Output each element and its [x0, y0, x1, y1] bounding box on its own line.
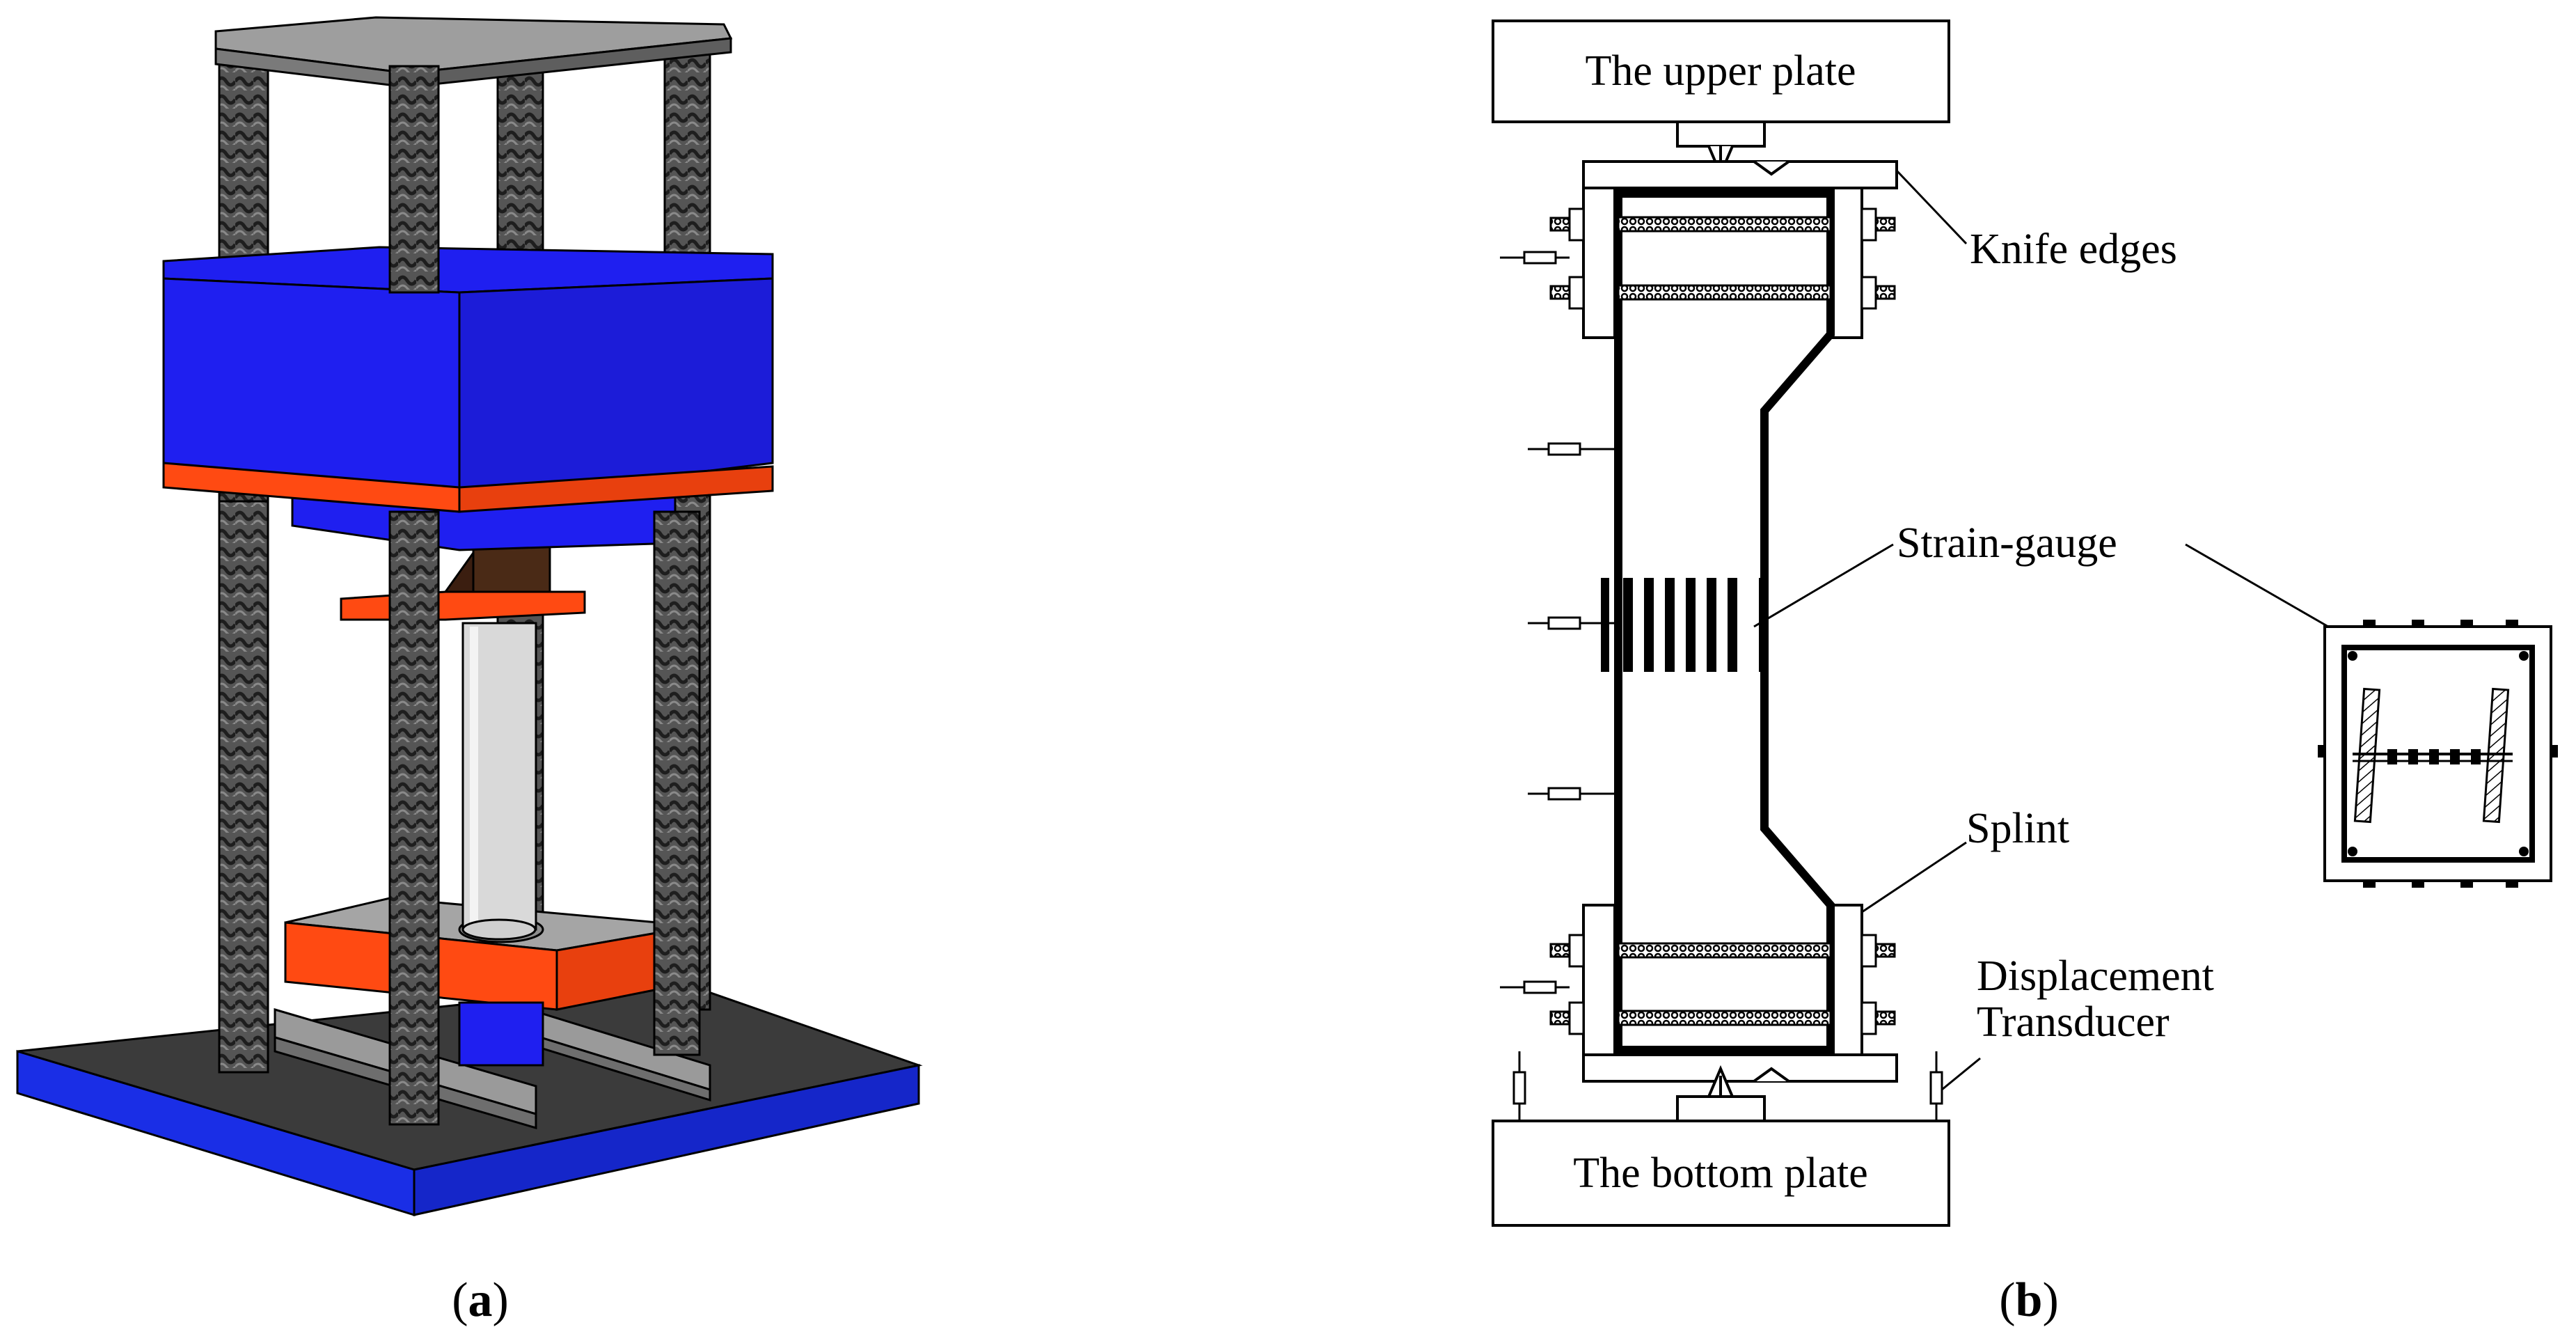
actuator-housing — [162, 246, 774, 551]
housing-bottom-stripe-side — [458, 465, 774, 513]
side-sensors — [1500, 251, 1618, 994]
splint-label: Splint — [1966, 805, 2069, 852]
knife-edges-leader — [1895, 169, 1968, 245]
splint-leader — [1861, 841, 1967, 913]
specimen-column — [461, 622, 537, 941]
knife-edges-label: Knife edges — [1970, 226, 2177, 273]
specimen-outline — [1614, 189, 1835, 1054]
bolt-bottom-2 — [1617, 1010, 1832, 1026]
bolt-top-2 — [1617, 284, 1832, 301]
bottom-splint-assembly — [1582, 904, 1898, 1083]
transducer-label: Transducer — [1977, 998, 2170, 1046]
rebar-front-columns — [218, 65, 701, 1126]
rebar-front-right — [653, 510, 701, 1056]
bottom-splint-left — [1582, 904, 1616, 1056]
strain-gauge-leader-left — [1753, 543, 1894, 628]
strain-gauge-label: Strain-gauge — [1897, 519, 2117, 567]
upper-accent-plate — [340, 542, 586, 621]
top-splint-left — [1582, 187, 1616, 339]
bottom-knife-edge — [1676, 1065, 1766, 1122]
top-splint-assembly — [1582, 160, 1898, 339]
panel-a-loading-frame: (a) — [16, 16, 923, 1327]
cross-section-inset — [2318, 620, 2558, 888]
strain-gauge-bars — [1601, 578, 1767, 672]
bolt-top-1 — [1617, 216, 1832, 233]
base-plate-side-edge — [413, 1064, 920, 1216]
top-splint-right — [1829, 187, 1863, 339]
bolt-bottom-1 — [1617, 942, 1832, 959]
housing-side — [458, 277, 774, 503]
strain-gauge-leader-right — [2185, 543, 2329, 628]
upper-knife-edge — [1676, 120, 1766, 178]
bottom-jack — [458, 1001, 544, 1067]
rebar-front-left-lower — [388, 510, 440, 1126]
top-plate — [214, 16, 733, 88]
transducer-leader — [1941, 1057, 1981, 1091]
bottom-splint-right — [1829, 904, 1863, 1056]
bolts — [1549, 207, 1896, 1035]
bottom-plate-box — [1492, 1120, 1950, 1227]
leader-lines — [1753, 169, 2329, 1091]
panel-b-schematic: The upper plate The bot — [1492, 19, 2558, 1327]
upper-plate-label: The upper plate — [1585, 47, 1856, 95]
upper-plate-box — [1492, 19, 1950, 123]
vertical-transducers — [1512, 1051, 1943, 1121]
panel-b-caption: (b) — [1999, 1273, 2059, 1327]
rebar-front-left-upper — [388, 65, 440, 294]
panel-a-caption: (a) — [452, 1273, 509, 1327]
displacement-label: Displacement — [1977, 952, 2214, 1000]
rebar-back-left-lower — [218, 500, 269, 1074]
bottom-plate-label: The bottom plate — [1573, 1149, 1868, 1197]
